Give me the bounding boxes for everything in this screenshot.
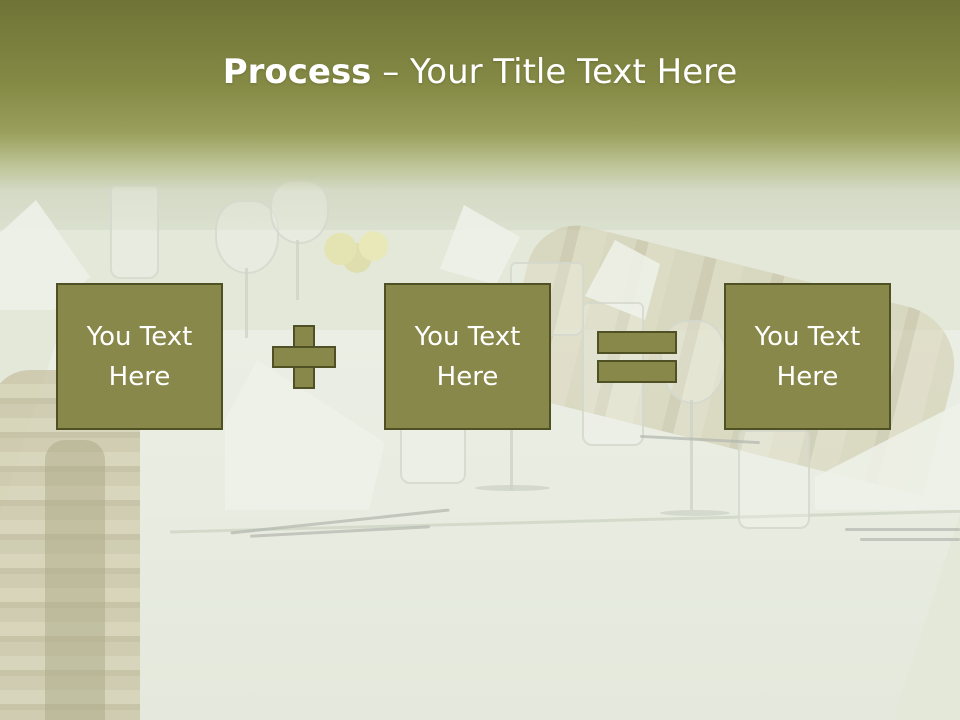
process-box-text: You Text Here [738, 317, 878, 397]
process-box-1[interactable]: You Text Here [56, 283, 223, 430]
slide-title[interactable]: Process – Your Title Text Here [0, 52, 960, 92]
process-box-text: You Text Here [70, 317, 210, 397]
equals-icon-bottom-bar[interactable] [597, 360, 677, 383]
plus-center [295, 348, 313, 366]
box-line-2: Here [108, 361, 171, 392]
glass [738, 430, 810, 529]
process-box-2[interactable]: You Text Here [384, 283, 551, 430]
box-line-2: Here [436, 361, 499, 392]
glass-stem [510, 430, 513, 490]
title-rest: – Your Title Text Here [371, 52, 738, 92]
cutlery [845, 528, 960, 531]
plus-icon[interactable] [272, 325, 336, 389]
glass-base [660, 510, 730, 516]
box-line-1: You Text [754, 321, 861, 352]
box-line-1: You Text [86, 321, 193, 352]
glass-stem [296, 240, 299, 300]
process-box-3[interactable]: You Text Here [724, 283, 891, 430]
process-box-text: You Text Here [398, 317, 538, 397]
chair-left-back [45, 440, 105, 720]
glass-base [475, 485, 550, 491]
cutlery [860, 538, 960, 541]
glass-stem [690, 400, 693, 510]
glass-stem [245, 268, 248, 338]
equals-icon-top-bar[interactable] [597, 331, 677, 354]
box-line-1: You Text [414, 321, 521, 352]
title-bold: Process [222, 52, 372, 92]
wine-glass [215, 200, 279, 274]
header-band [0, 0, 960, 190]
box-line-2: Here [776, 361, 839, 392]
